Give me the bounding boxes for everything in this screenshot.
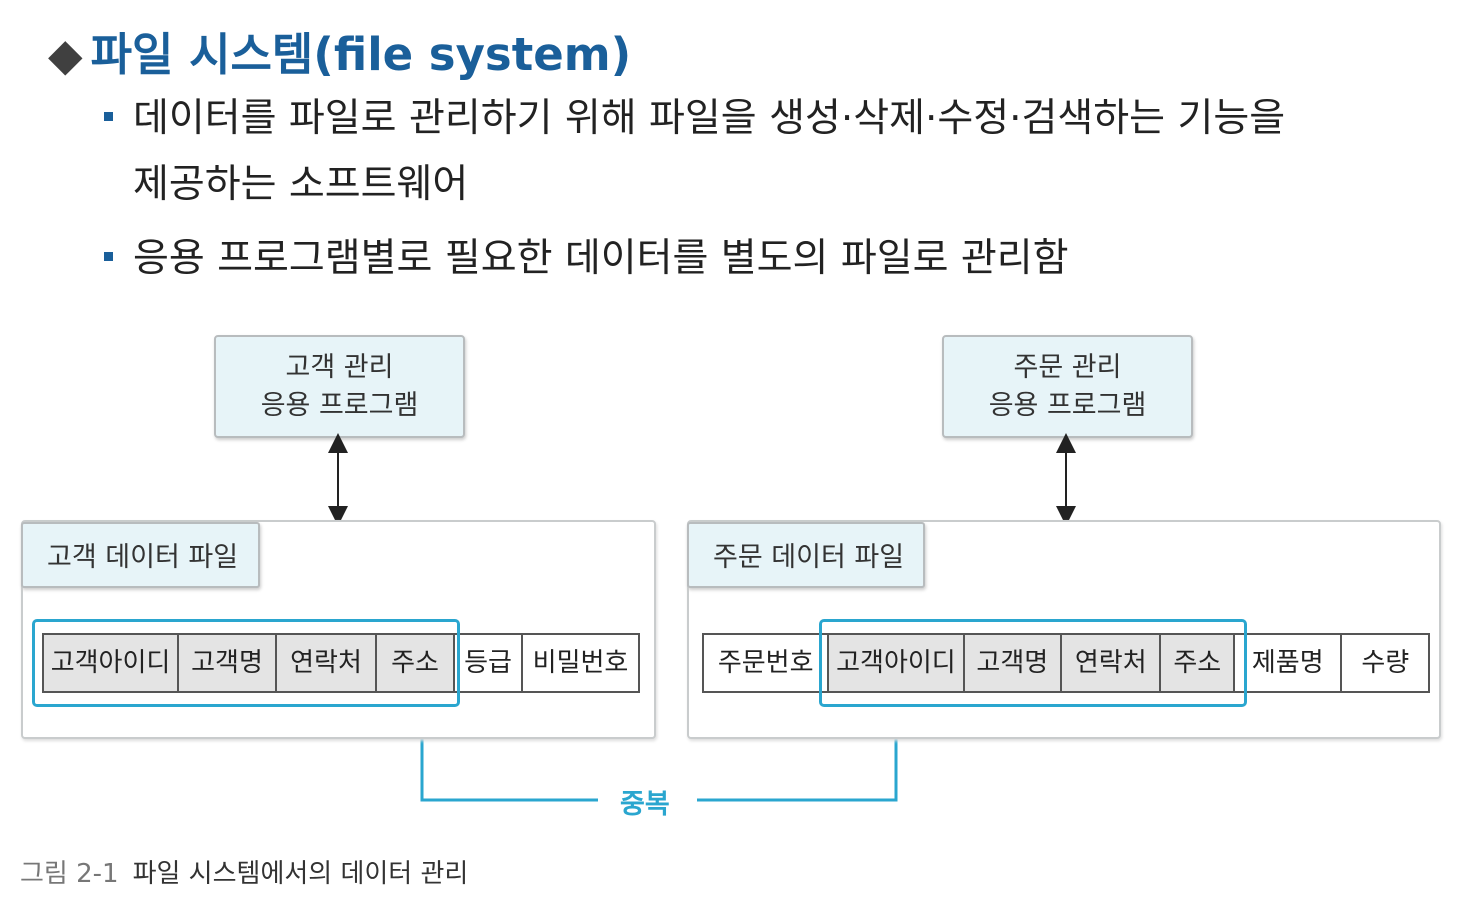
square-bullet-icon (104, 252, 113, 261)
field-cell: 연락처 (277, 635, 377, 691)
bullet-item-1: 데이터를 파일로 관리하기 위해 파일을 생성·삭제·수정·검색하는 기능을 (104, 86, 1285, 152)
bullet-item-2: 응용 프로그램별로 필요한 데이터를 별도의 파일로 관리함 (104, 226, 1069, 292)
field-cell: 수량 (1361, 648, 1410, 678)
program-label: 응용 프로그램 (260, 390, 419, 421)
figure-caption-text: 파일 시스템에서의 데이터 관리 (132, 859, 469, 889)
bullet-text: 제공하는 소프트웨어 (133, 162, 469, 207)
field-cell: 고객명 (964, 635, 1063, 691)
figure-number: 그림 2-1 (20, 859, 119, 889)
field-cell: 고객아이디 (829, 635, 965, 691)
bullet-item-1-cont: 제공하는 소프트웨어 (133, 152, 468, 218)
field-cell: 주소 (1161, 635, 1236, 691)
diamond-bullet-icon: ◆ (48, 28, 83, 81)
program-label: 응용 프로그램 (988, 390, 1147, 421)
field-cell: 비밀번호 (532, 648, 629, 678)
page-title-text: 파일 시스템(file system) (90, 28, 632, 81)
field-cell: 등급 (455, 635, 523, 691)
field-cell: 주소 (377, 635, 455, 691)
duplicate-label: 중복 (620, 789, 670, 820)
program-label: 고객 관리 (285, 352, 394, 383)
page-title: ◆파일 시스템(file system) (48, 18, 631, 83)
field-cell: 연락처 (1062, 635, 1162, 691)
bullet-text: 데이터를 파일로 관리하기 위해 파일을 생성·삭제·수정·검색하는 기능을 (133, 96, 1286, 141)
field-cell: 고객명 (179, 635, 277, 691)
order-file-tab: 주문 데이터 파일 (687, 522, 925, 588)
file-name: 주문 데이터 파일 (713, 542, 905, 573)
field-cell: 제품명 (1235, 635, 1343, 691)
file-name: 고객 데이터 파일 (47, 542, 239, 573)
order-fields-row: 주문번호 고객아이디 고객명 연락처 주소 제품명 수량 (702, 633, 1430, 693)
field-cell: 주문번호 (704, 635, 830, 691)
program-label: 주문 관리 (1013, 352, 1122, 383)
duplicate-highlight-left (32, 619, 460, 707)
duplicate-highlight-right (819, 619, 1247, 707)
bullet-text: 응용 프로그램별로 필요한 데이터를 별도의 파일로 관리함 (133, 236, 1069, 281)
square-bullet-icon (104, 112, 113, 121)
customer-program-box: 고객 관리 응용 프로그램 (214, 335, 465, 438)
order-program-box: 주문 관리 응용 프로그램 (942, 335, 1193, 438)
figure-caption: 그림 2-1 파일 시스템에서의 데이터 관리 (20, 853, 468, 890)
customer-file-tab: 고객 데이터 파일 (21, 522, 260, 588)
field-cell: 고객아이디 (44, 635, 179, 691)
customer-fields-row: 고객아이디 고객명 연락처 주소 등급 비밀번호 (42, 633, 640, 693)
